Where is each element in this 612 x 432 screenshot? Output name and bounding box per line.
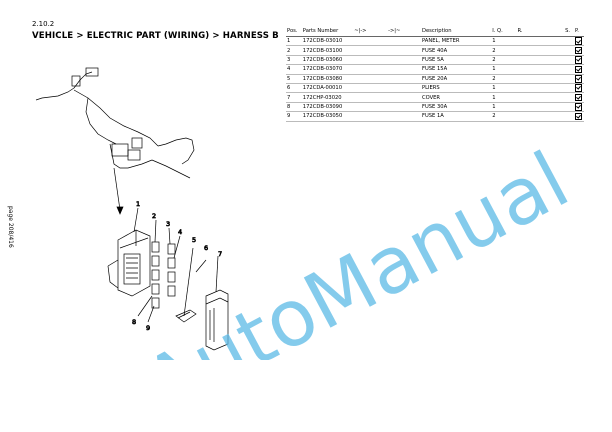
col-p: P. [573,26,584,37]
qty-cell: 2 [491,74,517,84]
description-cell: PANEL, METER [420,36,492,47]
col-qty: I. Q. [491,26,517,37]
cover [205,289,229,351]
part-number-cell: 172CDB-03050 [301,111,354,122]
fuse-group [151,241,176,309]
description-cell: FUSE 20A [420,74,492,84]
label-4: 4 [178,228,182,236]
description-cell: FUSE 30A [420,102,492,113]
description-cell: FUSE 1A [420,111,492,122]
label-8: 8 [132,318,136,326]
qty-cell: 1 [491,102,517,113]
pos-cell: 4 [286,64,302,75]
parts-table: Pos. Parts Number ~|-> ->|~ Description … [286,26,584,122]
select-checkbox[interactable] [574,103,583,111]
select-checkbox[interactable] [574,65,583,74]
col-from: ~|-> [353,26,388,37]
col-pos: Pos. [286,26,302,37]
select-checkbox[interactable] [574,84,583,92]
section-number: 2.10.2 [32,20,55,28]
part-number-cell: 172CDB-03010 [301,36,354,47]
description-cell: FUSE 5A [420,55,492,66]
part-number-cell: 172CHP-03020 [301,92,354,103]
part-number-cell: 172CDB-03100 [301,45,354,56]
select-checkbox[interactable] [574,75,583,83]
pos-cell: 2 [286,45,302,56]
pos-cell: 3 [286,55,302,66]
panel-meter [107,229,151,297]
qty-cell: 2 [491,45,517,56]
table-header-row: Pos. Parts Number ~|-> ->|~ Description … [286,26,584,37]
qty-cell: 2 [491,55,517,66]
pos-cell: 8 [286,102,302,113]
pos-cell: 6 [286,83,302,94]
description-cell: FUSE 15A [420,64,492,75]
part-number-cell: 172CDB-03060 [301,55,354,66]
select-checkbox[interactable] [574,112,583,121]
label-2: 2 [152,212,156,220]
description-cell: PLIERS [420,83,492,94]
col-s: S. [564,26,574,37]
select-checkbox[interactable] [574,56,583,64]
qty-cell: 1 [491,36,517,47]
qty-cell: 2 [491,111,517,122]
label-9: 9 [146,324,150,332]
pliers [175,309,197,323]
col-r: R. [516,26,565,37]
description-cell: COVER [420,92,492,103]
description-cell: FUSE 40A [420,45,492,56]
select-checkbox[interactable] [574,93,583,102]
label-7: 7 [218,250,222,258]
select-checkbox[interactable] [574,37,583,45]
col-description: Description [420,26,492,37]
pos-cell: 1 [286,36,302,47]
part-number-cell: 172CDB-03090 [301,102,354,113]
label-3: 3 [166,220,170,228]
pos-cell: 5 [286,74,302,84]
col-part-number: Parts Number [301,26,354,37]
exploded-parts-diagram: 1 2 3 4 5 6 7 8 9 [35,67,229,351]
label-5: 5 [192,236,196,244]
qty-cell: 1 [491,92,517,103]
qty-cell: 1 [491,64,517,75]
qty-cell: 1 [491,83,517,94]
col-to: ->|~ [387,26,421,37]
part-number-cell: 172CDB-03080 [301,74,354,84]
label-1: 1 [136,200,140,208]
select-checkbox[interactable] [574,46,583,55]
label-6: 6 [204,244,208,252]
pos-cell: 9 [286,111,302,122]
pos-cell: 7 [286,92,302,103]
page-title: VEHICLE > ELECTRIC PART (WIRING) > HARNE… [32,31,279,41]
wiring-harness [35,67,195,179]
part-number-cell: 172CDA-00010 [301,83,354,94]
part-number-cell: 172CDB-03070 [301,64,354,75]
pointer-arrow [113,167,121,211]
side-page-label: page 208/416 [7,206,14,248]
